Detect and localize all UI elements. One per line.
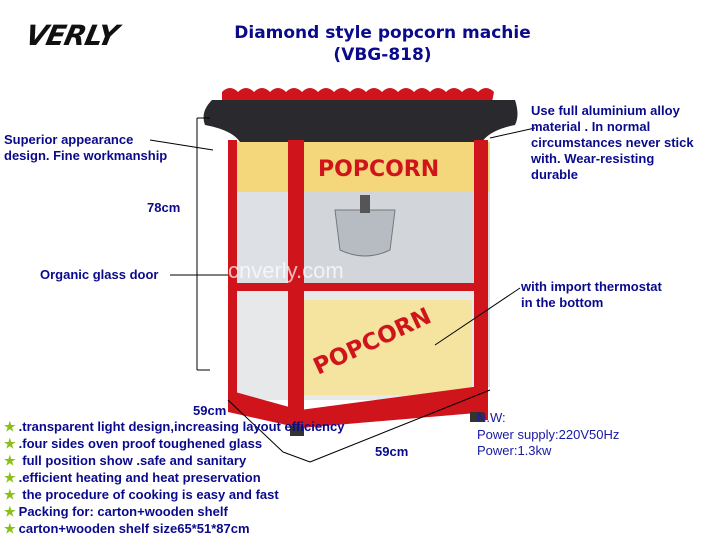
post-front-left — [288, 140, 304, 425]
feature-text: full position show .safe and sanitary — [18, 453, 247, 468]
spec-power: Power:1.3kw — [477, 443, 552, 458]
watermark: cnverly.com — [228, 258, 344, 283]
star-icon: ★ — [4, 436, 16, 451]
star-icon: ★ — [4, 487, 16, 502]
star-icon: ★ — [4, 419, 16, 434]
feature-item: ★.transparent light design,increasing la… — [4, 418, 344, 435]
callout-line: in the bottom — [521, 295, 604, 310]
feature-item: ★.efficient heating and heat preservatio… — [4, 469, 344, 486]
spec-block: N.W: Power supply:220V50Hz Power:1.3kw — [477, 410, 619, 460]
feature-item: ★carton+wooden shelf size65*51*87cm — [4, 520, 344, 537]
kettle — [334, 209, 396, 257]
dimension-depth: 59cm — [375, 444, 409, 459]
cabinet-graphic — [300, 300, 472, 395]
callout-line: with. Wear-resisting — [531, 151, 655, 166]
post-left — [228, 140, 237, 412]
feature-list: ★.transparent light design,increasing la… — [4, 418, 344, 537]
feature-text: the procedure of cooking is easy and fas… — [18, 487, 279, 502]
machine-crown — [222, 88, 494, 102]
dimension-height: 78cm — [147, 200, 181, 215]
callout-line: material . In normal — [531, 119, 651, 134]
feature-text: carton+wooden shelf size65*51*87cm — [18, 521, 250, 536]
popcorn-logo-header: POPCORN — [318, 157, 439, 182]
callout-line: design. Fine workmanship — [4, 148, 168, 163]
callout-line: Use full aluminium alloy — [531, 103, 680, 118]
spec-power-supply: Power supply:220V50Hz — [477, 426, 620, 442]
page-title: Diamond style popcorn machie — [234, 23, 531, 43]
feature-text: Packing for: carton+wooden shelf — [18, 504, 228, 519]
kettle-shaft — [360, 195, 370, 213]
dimension-width: 59cm — [193, 403, 227, 418]
callout-glass-door: Organic glass door — [40, 267, 159, 282]
callout-line: Superior appearance — [4, 132, 134, 147]
callout-line: durable — [531, 167, 578, 182]
machine-roof — [203, 100, 518, 142]
model-number: (VBG-818) — [333, 45, 432, 65]
foot — [290, 426, 304, 436]
dimension-lines — [149, 117, 536, 463]
post-front-right — [474, 140, 488, 420]
feature-text: .transparent light design,increasing lay… — [18, 419, 345, 434]
callout-line: circumstances never stick — [531, 135, 694, 150]
feature-item: ★ full position show .safe and sanitary — [4, 452, 344, 469]
spec-nw: N.W: — [477, 410, 506, 425]
header-graphic — [228, 142, 490, 192]
feature-item: ★.four sides oven proof toughened glass — [4, 435, 344, 452]
middle-rail — [228, 283, 488, 291]
feature-item: ★Packing for: carton+wooden shelf — [4, 503, 344, 520]
star-icon: ★ — [4, 521, 16, 536]
star-icon: ★ — [4, 504, 16, 519]
feature-text: .four sides oven proof toughened glass — [18, 436, 263, 451]
foot — [470, 412, 484, 422]
feature-item: ★ the procedure of cooking is easy and f… — [4, 486, 344, 503]
star-icon: ★ — [4, 470, 16, 485]
star-icon: ★ — [4, 453, 16, 468]
feature-text: .efficient heating and heat preservation — [18, 470, 261, 485]
callout-line: with import thermostat — [521, 279, 662, 294]
